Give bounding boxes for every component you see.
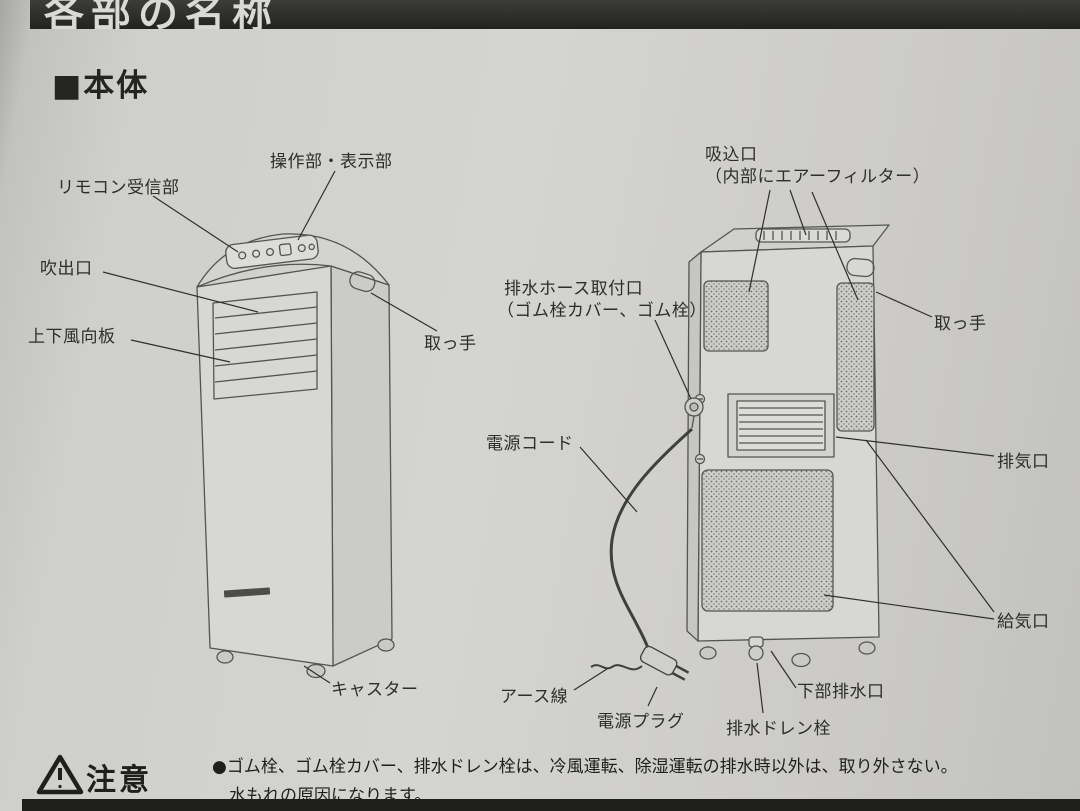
label-air-supply-port: 給気口 bbox=[997, 612, 1050, 632]
label-back-handle: 取っ手 bbox=[934, 314, 987, 334]
intake-mesh-left bbox=[703, 280, 769, 352]
leader-air-supply-1 bbox=[865, 439, 995, 613]
louver-slats bbox=[212, 291, 318, 400]
leader-air-outlet bbox=[102, 271, 259, 313]
label-front-handle: 取っ手 bbox=[424, 334, 477, 354]
leader-intake-2 bbox=[789, 189, 807, 236]
intake-mesh-right bbox=[836, 282, 875, 432]
label-intake-line1: 吸込口 bbox=[705, 145, 758, 165]
power-cord-line bbox=[609, 427, 693, 649]
back-casters bbox=[699, 641, 876, 668]
label-drain-hose-port-line2: （ゴム栓カバー、ゴム栓） bbox=[497, 301, 707, 321]
label-ground-wire: アース線 bbox=[500, 687, 569, 707]
caution-label: 注意 bbox=[86, 763, 152, 798]
label-control-display: 操作部・表示部 bbox=[270, 152, 393, 172]
leader-drain-hose-port bbox=[654, 319, 692, 400]
label-drain-hose-port-line1: 排水ホース取付口 bbox=[504, 279, 644, 299]
ground-wire-line bbox=[590, 664, 643, 671]
label-intake-line2: （内部にエアーフィルター） bbox=[705, 167, 931, 187]
leader-power-cord bbox=[579, 446, 638, 513]
leader-back-handle bbox=[875, 291, 933, 318]
leader-front-handle bbox=[370, 292, 438, 332]
exhaust-grille bbox=[727, 393, 835, 458]
page-title: 各部の名称 bbox=[44, 0, 279, 29]
leader-air-supply-2 bbox=[823, 594, 995, 620]
leader-intake-3 bbox=[811, 191, 859, 301]
leader-ground-wire bbox=[573, 668, 608, 691]
supply-mesh-lower bbox=[701, 469, 834, 612]
label-vertical-louver: 上下風向板 bbox=[28, 327, 116, 347]
page-header-bar: 各部の名称 bbox=[30, 0, 1080, 29]
front-handle-cutout bbox=[349, 271, 376, 293]
label-air-outlet: 吹出口 bbox=[40, 259, 93, 279]
label-remote-receiver: リモコン受信部 bbox=[57, 178, 180, 198]
section-title: ■本体 bbox=[52, 68, 150, 104]
leader-exhaust-port bbox=[835, 436, 995, 457]
drain-hose-port bbox=[684, 397, 704, 429]
leader-lines bbox=[102, 170, 995, 714]
leader-vertical-louver bbox=[130, 339, 231, 363]
warning-triangle-icon bbox=[36, 754, 84, 795]
control-panel bbox=[225, 234, 319, 270]
front-casters bbox=[216, 638, 395, 679]
label-power-plug: 電源プラグ bbox=[597, 712, 685, 732]
front-unit-drawing bbox=[196, 233, 395, 679]
label-drain-plug: 排水ドレン栓 bbox=[726, 719, 831, 739]
label-power-cord: 電源コード bbox=[486, 434, 574, 454]
leader-intake-1 bbox=[748, 189, 771, 293]
leader-bottom-drain bbox=[770, 650, 797, 689]
label-caster: キャスター bbox=[331, 680, 419, 700]
leader-drain-plug bbox=[756, 662, 764, 714]
page-footer-bar bbox=[22, 799, 1080, 811]
leader-caster bbox=[303, 665, 331, 684]
caution-text-line1: ●ゴム栓、ゴム栓カバー、排水ドレン栓は、冷風運転、除湿運転の排水時以外は、取り外… bbox=[212, 757, 958, 777]
leader-control-display bbox=[297, 170, 336, 241]
leader-power-plug bbox=[647, 686, 658, 707]
leader-remote-receiver bbox=[152, 195, 239, 253]
top-vent-grille bbox=[755, 228, 851, 243]
back-handle-cutout bbox=[846, 257, 875, 278]
bottom-drain bbox=[748, 636, 764, 661]
label-bottom-drain-port: 下部排水口 bbox=[797, 682, 885, 702]
label-exhaust-port: 排気口 bbox=[997, 452, 1050, 472]
back-unit-drawing bbox=[590, 224, 890, 681]
power-plug-drawing bbox=[639, 645, 690, 681]
